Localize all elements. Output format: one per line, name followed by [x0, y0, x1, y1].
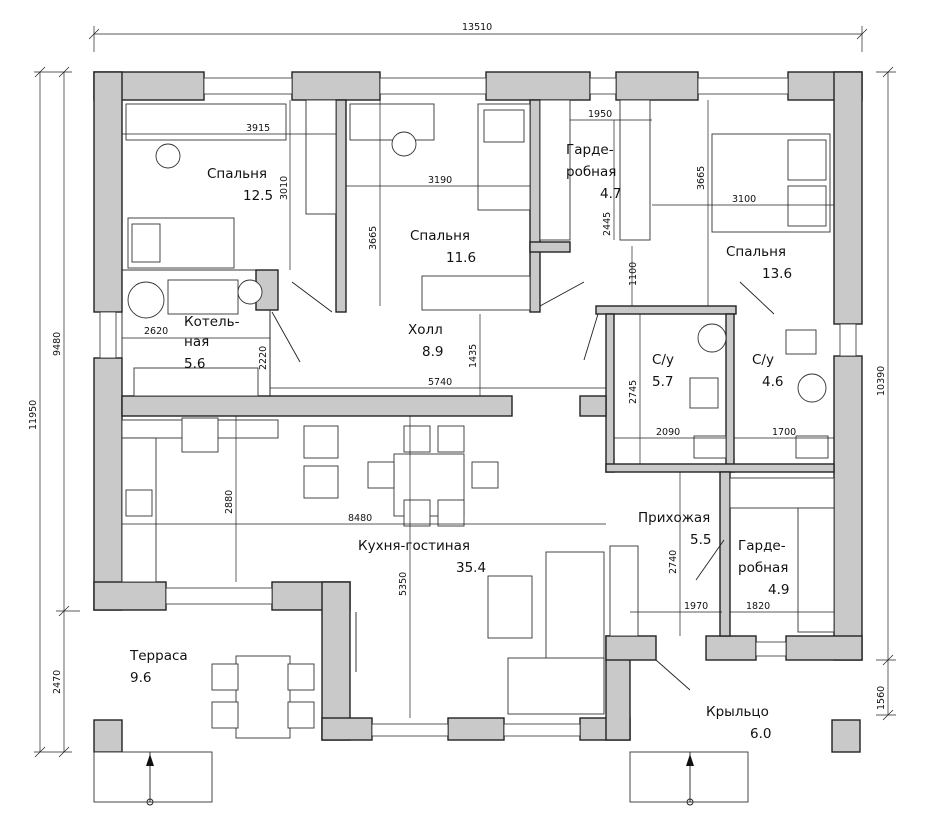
- room-kitchen-name: Кухня-гостиная: [358, 538, 470, 554]
- room-ward1-name-a: Гарде-: [566, 142, 614, 158]
- dimension-labels: 13510 11950 9480 2470 10390 1560 3915 30…: [28, 22, 887, 710]
- room-terrace-name: Терраса: [129, 648, 188, 664]
- room-boiler-name-a: Котель-: [184, 314, 240, 330]
- dim-kitchen-w: 8480: [348, 513, 372, 524]
- dim-overall-width: 13510: [462, 22, 492, 33]
- dim-kitchen-h2: 5350: [398, 572, 409, 596]
- room-boiler-name-b: ная: [184, 334, 209, 350]
- dim-ward2-w: 1820: [746, 601, 770, 612]
- room-bed3-name: Спальня: [726, 244, 786, 260]
- room-wc2-area: 4.6: [762, 374, 783, 390]
- dim-hall-w: 5740: [428, 377, 452, 388]
- dim-wc1-w: 2090: [656, 427, 680, 438]
- furniture: [93, 99, 835, 803]
- dim-wc2-w: 1700: [772, 427, 796, 438]
- dim-bed2-h: 3665: [368, 226, 379, 250]
- dim-entry-h: 2740: [668, 550, 679, 574]
- room-bed1-name: Спальня: [207, 166, 267, 182]
- room-wc2-name: С/у: [752, 352, 774, 368]
- room-ward1-area: 4.7: [600, 186, 621, 202]
- room-ward2-name-a: Гарде-: [738, 538, 786, 554]
- windows: [99, 77, 857, 737]
- room-kitchen-area: 35.4: [456, 560, 486, 576]
- dimension-lines: [34, 26, 896, 758]
- room-hall-area: 8.9: [422, 344, 443, 360]
- room-bed2-name: Спальня: [410, 228, 470, 244]
- entry-arrows: [146, 752, 694, 806]
- dim-overall-height-left: 11950: [28, 400, 39, 430]
- room-wc1-name: С/у: [652, 352, 674, 368]
- dim-right-porch: 1560: [876, 686, 887, 710]
- dim-corr-1100: 1100: [628, 262, 639, 286]
- dim-bed1-w: 3915: [246, 123, 270, 134]
- dim-bed3-w: 3100: [732, 194, 756, 205]
- dim-right-main: 10390: [876, 366, 887, 396]
- walls: [93, 71, 863, 753]
- internal-dims: [122, 100, 834, 718]
- dim-bed1-h: 3010: [279, 176, 290, 200]
- dim-bed2-w: 3190: [428, 175, 452, 186]
- room-entry-name: Прихожая: [638, 510, 710, 526]
- room-porch-name: Крыльцо: [706, 704, 769, 720]
- dim-boiler-h: 2220: [258, 346, 269, 370]
- dim-hall-h: 1435: [468, 344, 479, 368]
- dim-bed3-h: 3665: [696, 166, 707, 190]
- dim-entry-w: 1970: [684, 601, 708, 612]
- room-bed2-area: 11.6: [446, 250, 476, 266]
- dim-left-main: 9480: [52, 332, 63, 356]
- room-ward2-name-b: робная: [738, 560, 788, 576]
- room-hall-name: Холл: [408, 322, 443, 338]
- dim-ward1-w: 1950: [588, 109, 612, 120]
- room-terrace-area: 9.6: [130, 670, 151, 686]
- room-ward2-area: 4.9: [768, 582, 789, 598]
- room-porch-area: 6.0: [750, 726, 771, 742]
- room-ward1-name-b: робная: [566, 164, 616, 180]
- dim-wc1-h: 2745: [628, 380, 639, 404]
- dim-kitchen-h1: 2880: [224, 490, 235, 514]
- dim-boiler-w: 2620: [144, 326, 168, 337]
- room-entry-area: 5.5: [690, 532, 711, 548]
- room-boiler-area: 5.6: [184, 356, 205, 372]
- room-bed3-area: 13.6: [762, 266, 792, 282]
- room-labels: Спальня 12.5 Спальня 11.6 Гарде- робная …: [129, 142, 792, 742]
- room-wc1-area: 5.7: [652, 374, 673, 390]
- room-bed1-area: 12.5: [243, 188, 273, 204]
- doors: [271, 281, 775, 691]
- dim-ward1-h: 2445: [602, 212, 613, 236]
- dim-left-terrace: 2470: [52, 670, 63, 694]
